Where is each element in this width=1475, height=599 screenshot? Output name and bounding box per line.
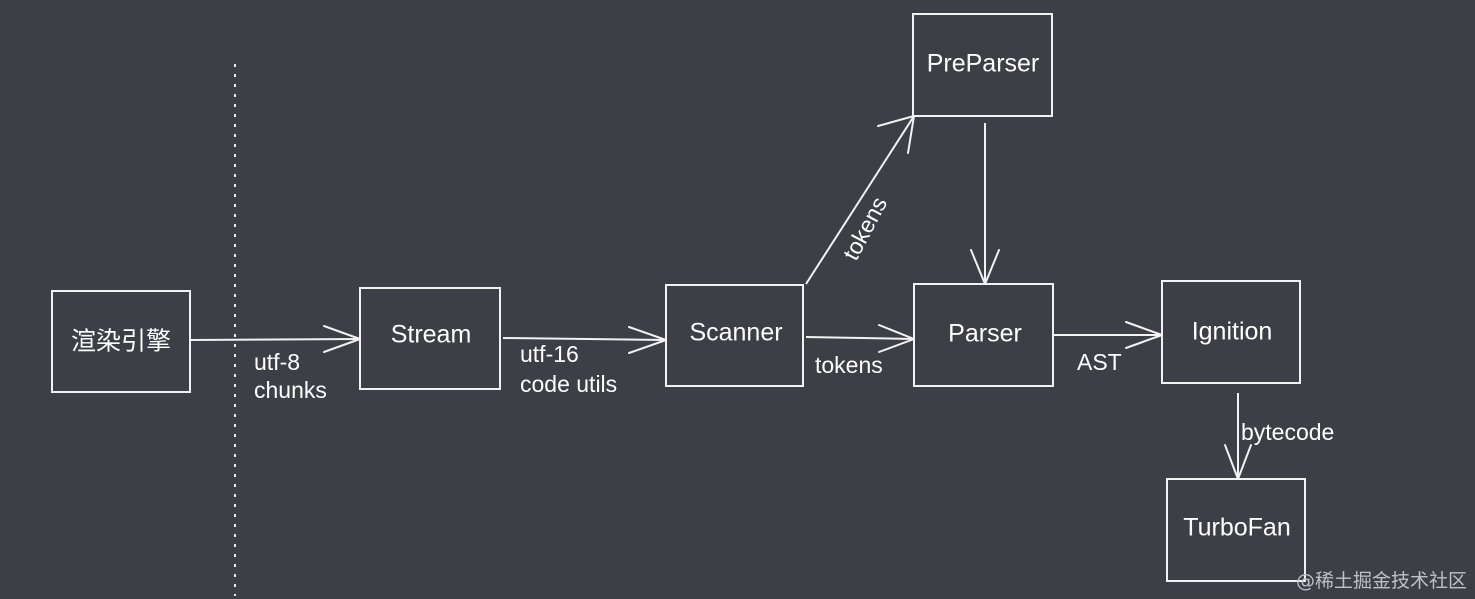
edge-stream-to-scanner: utf-16 code utils (502, 326, 667, 397)
arrow-right-icon (628, 326, 667, 354)
edge-scanner-to-parser-label: tokens (815, 352, 883, 378)
node-render-engine-label: 渲染引擎 (71, 328, 171, 356)
node-preparser-label: PreParser (927, 50, 1040, 78)
arrow-down-icon (1224, 444, 1252, 480)
arrow-diagonal-icon (877, 115, 915, 154)
arrow-right-icon (1125, 321, 1163, 349)
edge-engine-to-stream-label-2: chunks (254, 377, 327, 403)
node-preparser: PreParser (912, 13, 1053, 117)
edge-ignition-to-turbofan-label: bytecode (1241, 419, 1334, 445)
edge-scanner-to-preparser-label: tokens (837, 192, 892, 264)
edge-engine-to-stream-label-1: utf-8 (254, 349, 300, 375)
node-stream-label: Stream (391, 321, 472, 349)
edge-parser-to-ignition: AST (1054, 321, 1163, 375)
arrow-down-icon (970, 249, 1000, 285)
arrow-right-icon (323, 325, 361, 353)
node-ignition: Ignition (1161, 280, 1301, 384)
node-parser: Parser (913, 283, 1054, 387)
edge-scanner-to-preparser: tokens (805, 115, 915, 285)
edge-scanner-to-parser: tokens (805, 324, 915, 378)
edge-engine-to-stream: utf-8 chunks (189, 325, 361, 403)
node-scanner: Scanner (665, 284, 804, 387)
node-turbofan-label: TurboFan (1183, 514, 1290, 542)
node-parser-label: Parser (948, 320, 1022, 348)
arrow-right-icon (878, 324, 915, 353)
node-ignition-label: Ignition (1192, 318, 1273, 346)
edge-stream-to-scanner-label-2: code utils (520, 371, 617, 397)
node-render-engine: 渲染引擎 (51, 290, 191, 393)
node-stream: Stream (359, 287, 501, 390)
node-scanner-label: Scanner (689, 319, 782, 347)
watermark: @稀土掘金技术社区 (1295, 570, 1467, 592)
edge-stream-to-scanner-label-1: utf-16 (520, 341, 579, 367)
edge-ignition-to-turbofan: bytecode (1224, 393, 1334, 480)
node-turbofan: TurboFan (1166, 478, 1306, 582)
edge-preparser-to-parser (970, 123, 1000, 285)
edge-parser-to-ignition-label: AST (1077, 349, 1122, 375)
